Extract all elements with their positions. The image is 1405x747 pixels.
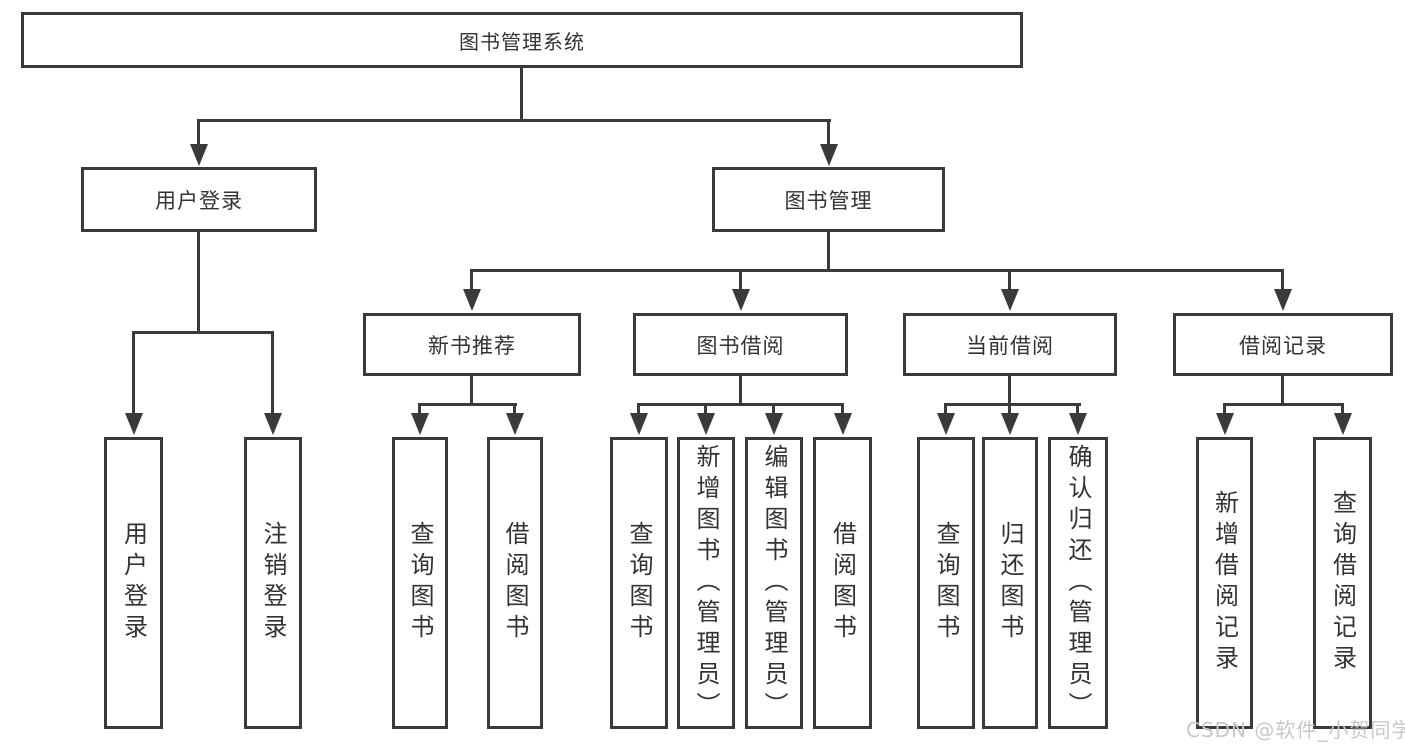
node-book-management-label: 图书管理	[784, 188, 873, 213]
leaf-confirm-return-admin: 确认归还（管理员）	[1048, 437, 1108, 729]
edge-to-current-borrowing-line	[1008, 269, 1011, 293]
arrow-down-icon	[697, 413, 715, 435]
leaf-confirm-return-admin-label: 确认归还（管理员）	[1064, 443, 1092, 723]
arrow-down-icon	[834, 413, 852, 435]
leaf-query-books-borrowing: 查询图书	[610, 437, 668, 729]
leaf-query-books-recommend: 查询图书	[392, 437, 448, 729]
edge-to-leaf-logout-line	[271, 331, 274, 415]
csdn-watermark: CSDN @软件_小贺同学	[1186, 718, 1405, 742]
edge-leaf-line	[1223, 403, 1226, 415]
edge-level2-branch-line	[197, 119, 831, 122]
edge-book-borrowing-branch-line	[637, 403, 844, 406]
leaf-query-borrow-record: 查询借阅记录	[1313, 437, 1372, 729]
node-root-label: 图书管理系统	[459, 29, 585, 54]
node-root: 图书管理系统	[21, 12, 1023, 68]
node-borrowing-records-label: 借阅记录	[1239, 333, 1327, 358]
edge-leaf-line	[944, 403, 947, 415]
leaf-add-books-admin-label: 新增图书（管理员）	[692, 443, 720, 723]
edge-to-new-book-recommend-line	[470, 269, 473, 293]
edge-root-stem-line	[520, 68, 523, 120]
edge-leaf-line	[841, 403, 844, 415]
edge-leaf-line	[637, 403, 640, 415]
arrow-down-icon	[1001, 413, 1019, 435]
leaf-edit-books-admin: 编辑图书（管理员）	[745, 437, 803, 729]
edge-to-user-login-line	[197, 119, 200, 147]
node-book-borrowing: 图书借阅	[633, 313, 848, 376]
node-new-book-recommend: 新书推荐	[363, 313, 581, 376]
edge-leaf-line	[1008, 403, 1011, 415]
leaf-logout-label: 注销登录	[259, 521, 287, 645]
edge-leaf-line	[1341, 403, 1344, 415]
node-book-management: 图书管理	[712, 167, 945, 232]
leaf-return-books-label: 归还图书	[996, 521, 1024, 645]
arrow-down-icon	[463, 289, 481, 311]
edge-level3-branch-line	[470, 269, 1283, 272]
node-user-login: 用户登录	[81, 167, 317, 232]
node-new-book-recommend-label: 新书推荐	[428, 333, 516, 358]
arrow-down-icon	[820, 144, 838, 166]
edge-leaf-line	[772, 403, 775, 415]
arrow-down-icon	[506, 413, 524, 435]
edge-to-book-borrowing-line	[739, 269, 742, 293]
node-current-borrowing-label: 当前借阅	[966, 333, 1054, 358]
edge-borrowing-records-branch-line	[1223, 403, 1344, 406]
edge-leaf-line	[418, 403, 421, 415]
leaf-return-books: 归还图书	[982, 437, 1038, 729]
edge-user-login-stem-line	[197, 232, 200, 334]
leaf-query-books-current-label: 查询图书	[932, 521, 960, 645]
edge-leaf-line	[704, 403, 707, 415]
node-borrowing-records: 借阅记录	[1173, 313, 1393, 376]
arrow-down-icon	[1216, 413, 1234, 435]
edge-leaf-line	[1076, 403, 1079, 415]
leaf-query-borrow-record-label: 查询借阅记录	[1328, 490, 1357, 676]
leaf-user-login-label: 用户登录	[119, 521, 148, 645]
arrow-down-icon	[1274, 289, 1292, 311]
node-user-login-label: 用户登录	[155, 188, 243, 213]
leaf-query-books-borrowing-label: 查询图书	[625, 521, 653, 645]
arrow-down-icon	[1069, 413, 1087, 435]
node-book-borrowing-label: 图书借阅	[696, 333, 785, 358]
leaf-add-borrow-record: 新增借阅记录	[1196, 437, 1253, 729]
leaf-borrow-books-recommend-label: 借阅图书	[501, 521, 529, 645]
edge-new-book-recommend-stem-line	[470, 376, 473, 405]
arrow-down-icon	[125, 413, 143, 435]
leaf-borrow-books-borrowing-label: 借阅图书	[828, 521, 857, 645]
edge-book-borrowing-stem-line	[739, 376, 742, 405]
leaf-borrow-books-borrowing: 借阅图书	[813, 437, 872, 729]
arrow-down-icon	[411, 413, 429, 435]
leaf-query-books-current: 查询图书	[917, 437, 975, 729]
arrow-down-icon	[732, 289, 750, 311]
edge-user-login-branch-line	[132, 331, 274, 334]
leaf-logout: 注销登录	[244, 437, 302, 729]
edge-book-management-stem-line	[827, 232, 830, 272]
edge-leaf-line	[513, 403, 516, 415]
edge-borrowing-records-stem-line	[1281, 376, 1284, 405]
arrow-down-icon	[190, 144, 208, 166]
arrow-down-icon	[630, 413, 648, 435]
edge-current-borrowing-branch-line	[944, 403, 1081, 406]
edge-current-borrowing-stem-line	[1008, 376, 1011, 405]
edge-to-leaf-user-login-line	[132, 331, 135, 415]
arrow-down-icon	[765, 413, 783, 435]
leaf-add-borrow-record-label: 新增借阅记录	[1210, 490, 1239, 676]
leaf-query-books-recommend-label: 查询图书	[406, 521, 434, 645]
edge-to-book-management-line	[827, 119, 830, 147]
leaf-add-books-admin: 新增图书（管理员）	[677, 437, 735, 729]
arrow-down-icon	[264, 413, 282, 435]
arrow-down-icon	[1334, 413, 1352, 435]
leaf-borrow-books-recommend: 借阅图书	[487, 437, 543, 729]
leaf-edit-books-admin-label: 编辑图书（管理员）	[760, 443, 788, 723]
edge-to-borrowing-records-line	[1281, 269, 1284, 293]
arrow-down-icon	[1001, 289, 1019, 311]
leaf-user-login: 用户登录	[104, 437, 163, 729]
arrow-down-icon	[937, 413, 955, 435]
edge-new-book-recommend-branch-line	[418, 403, 517, 406]
node-current-borrowing: 当前借阅	[903, 313, 1117, 376]
